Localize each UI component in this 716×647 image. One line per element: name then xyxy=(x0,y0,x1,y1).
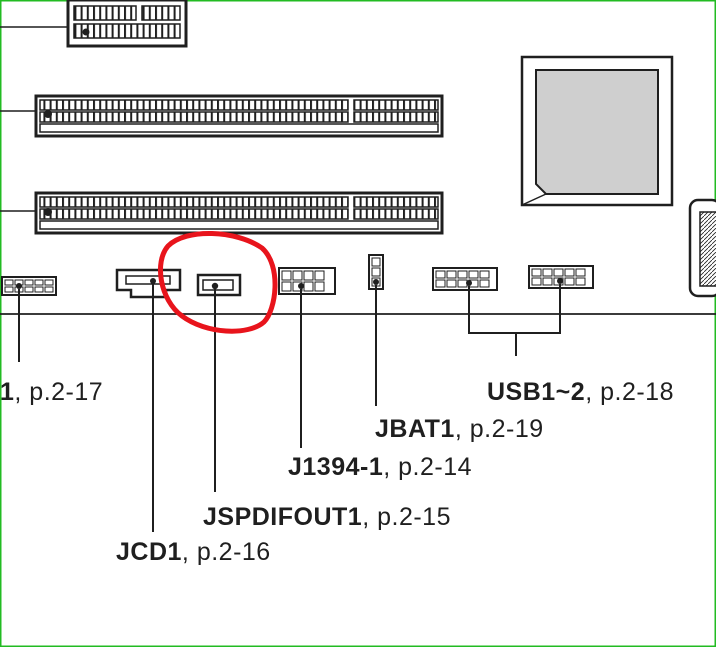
label-usb: USB1~2, p.2-18 xyxy=(487,380,674,405)
jbat1-jumper xyxy=(368,254,384,290)
usb1-header xyxy=(432,267,498,291)
right-chip-partial xyxy=(688,198,716,298)
label-left-partial-page: , p.2-17 xyxy=(14,378,104,406)
pci-slot-1 xyxy=(0,94,444,138)
label-jbat1-page: , p.2-19 xyxy=(454,415,544,443)
left-partial-header xyxy=(1,276,57,296)
leader-lines xyxy=(18,284,561,532)
highlight-circle xyxy=(158,230,278,334)
label-jspdifout1-page: , p.2-15 xyxy=(362,503,451,531)
label-left-partial: 1, p.2-17 xyxy=(0,380,103,405)
label-jbat1: JBAT1, p.2-19 xyxy=(375,417,544,442)
label-jcd1-name: JCD1 xyxy=(116,538,182,566)
label-j1394-1: J1394-1, p.2-14 xyxy=(288,455,472,480)
top-slot-partial xyxy=(0,0,188,48)
label-j1394-1-name: J1394-1 xyxy=(288,453,384,481)
pci-slot-2 xyxy=(0,191,444,235)
jspdifout1-connector xyxy=(196,273,242,297)
label-jcd1: JCD1, p.2-16 xyxy=(116,540,271,565)
label-usb-page: , p.2-18 xyxy=(585,378,674,406)
leader-usb-bracket xyxy=(468,284,561,334)
label-jspdifout1: JSPDIFOUT1, p.2-15 xyxy=(203,505,451,530)
label-jbat1-name: JBAT1 xyxy=(375,415,455,443)
label-jspdifout1-name: JSPDIFOUT1 xyxy=(203,503,363,531)
j1394-1-header xyxy=(278,267,336,295)
label-j1394-1-page: , p.2-14 xyxy=(383,453,473,481)
label-jcd1-page: , p.2-16 xyxy=(181,538,271,566)
jcd1-connector xyxy=(115,268,182,299)
chipset xyxy=(520,55,674,207)
label-left-partial-name: 1 xyxy=(0,378,15,406)
label-usb-name: USB1~2 xyxy=(487,378,586,406)
